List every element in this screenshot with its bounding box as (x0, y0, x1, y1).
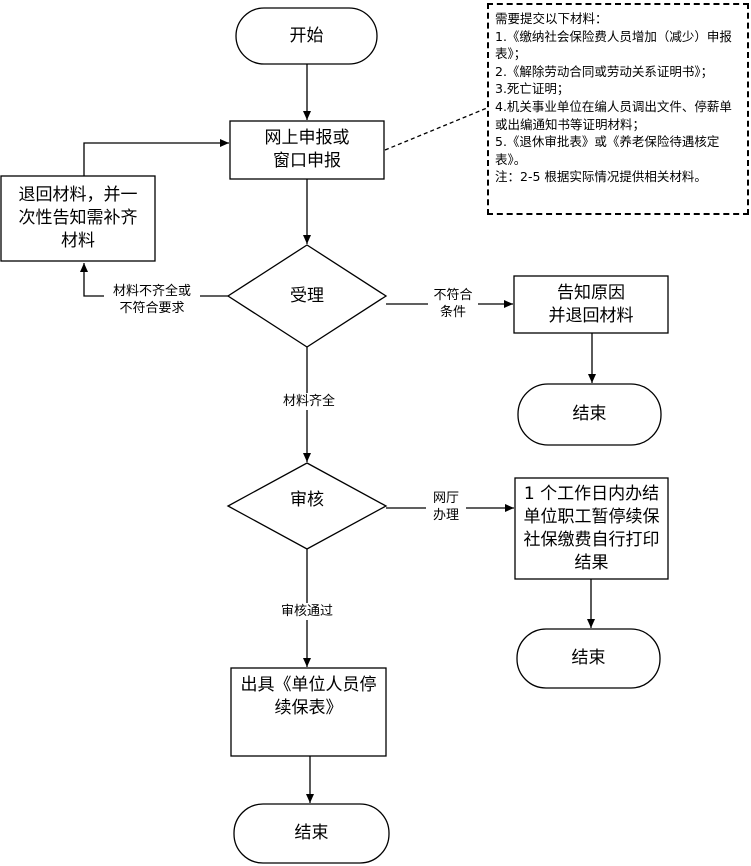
edge-label-complete: 材料齐全 (276, 393, 342, 410)
note-line: 需要提交以下材料： (495, 11, 608, 26)
edge-return-apply (83, 139, 229, 176)
note-connector (384, 107, 488, 151)
end-reject-terminal (517, 383, 662, 446)
note-line: 1.《缴纳社会保险费人员增加（减少）申报表》； (495, 28, 732, 62)
review-label: 审核 (290, 489, 324, 510)
end-main-label: 结束 (294, 823, 329, 843)
online-process-box (514, 477, 669, 580)
end-reject-label: 结束 (572, 404, 607, 424)
end-online-label: 结束 (571, 648, 606, 668)
note-line: 5.《退休审批表》或《养老保险待遇核定表》。 (495, 134, 720, 167)
end-main-terminal (233, 803, 390, 864)
note-line: 注：2-5 根据实际情况提供相关材料。 (495, 169, 707, 185)
accept-label: 受理 (290, 285, 324, 306)
notify-reason-label: 告知原因并退回材料 (548, 282, 634, 326)
edge-label-incomplete: 材料不齐全或不符合要求 (104, 283, 200, 317)
start-label: 开始 (289, 25, 324, 46)
required-materials-note: 需要提交以下材料： 1.《缴纳社会保险费人员增加（减少）申报表》； 2.《解除劳… (487, 3, 749, 215)
return-materials-box (0, 175, 156, 262)
online-process-label: 1 个工作日内办结 单位职工暂停续保 社保缴费自行打印 结果 (523, 483, 660, 573)
edge-label-passed: 审核通过 (274, 603, 340, 620)
note-line: 3.死亡证明； (495, 81, 570, 97)
apply-box (229, 120, 385, 180)
issue-form-label: 出具《单位人员停续保表》 (240, 675, 377, 718)
note-line: 2.《解除劳动合同或劳动关系证明书》； (495, 63, 714, 79)
edge-label-not-eligible: 不符合条件 (428, 287, 478, 321)
issue-form-box (230, 667, 387, 757)
apply-label: 网上申报或窗口申报 (264, 128, 350, 171)
edge-label-online-hall: 网厅办理 (426, 490, 466, 524)
end-online-terminal (516, 628, 661, 689)
note-line: 4.机关事业单位在编人员调出文件、停薪单或出编通知书等证明材料； (495, 98, 732, 132)
notify-reason-box (513, 275, 669, 334)
return-materials-label: 退回材料，并一 次性告知需补齐 材料 (18, 185, 138, 251)
